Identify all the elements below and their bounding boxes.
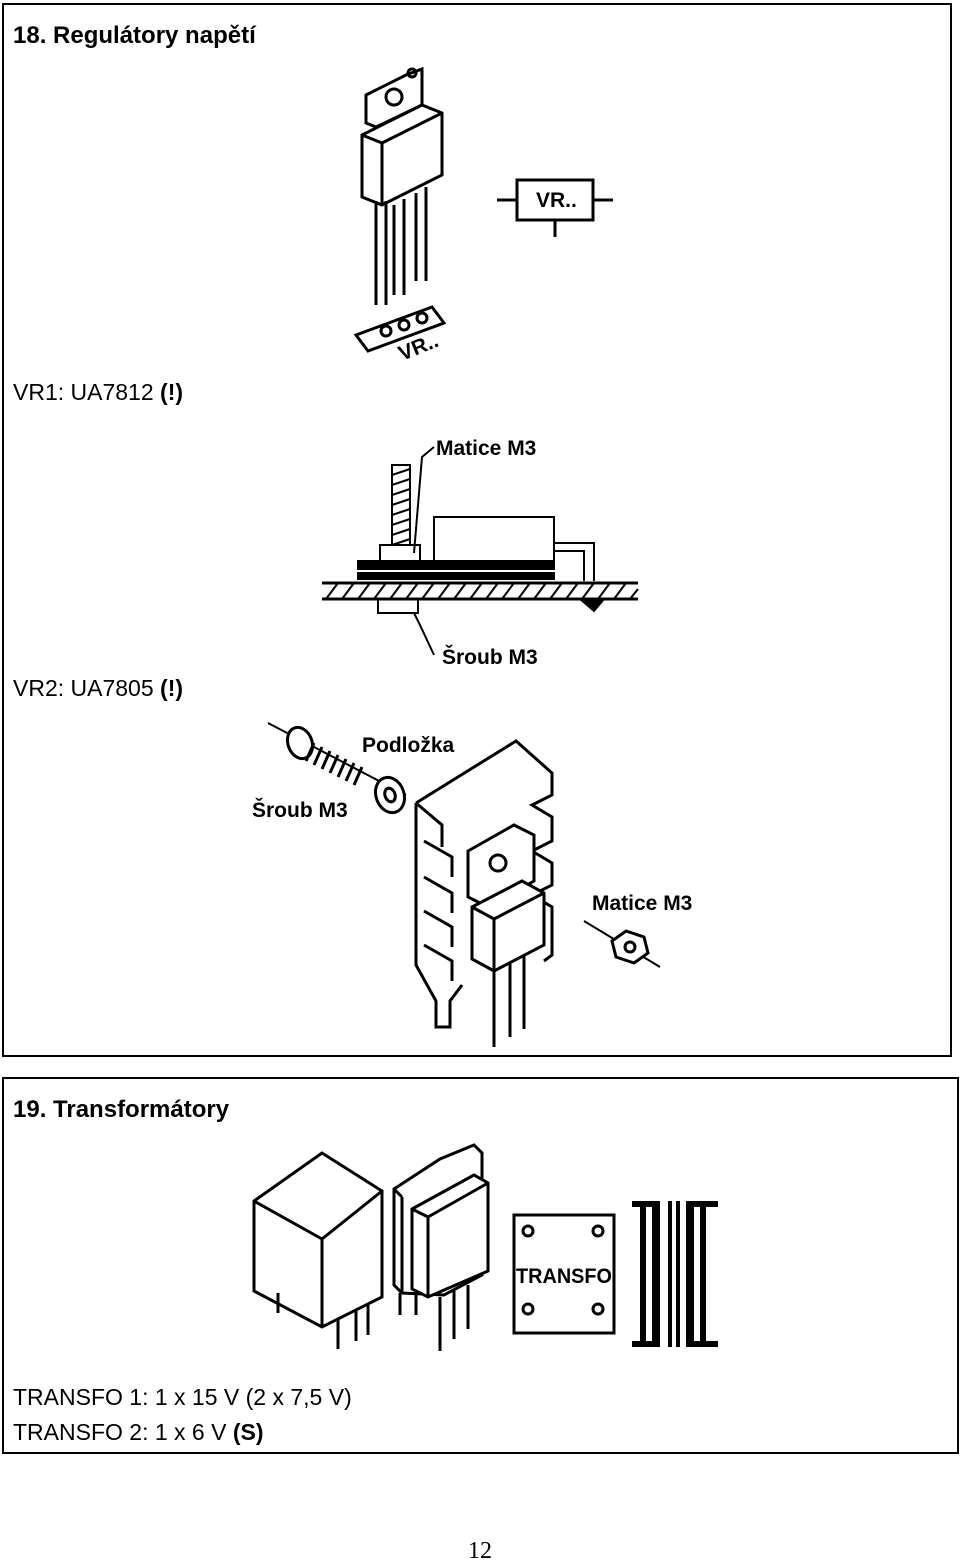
transfo2-mark: (S)	[232, 1419, 264, 1445]
screw-label: Šroub M3	[442, 645, 538, 669]
vr2-line: VR2: UA7805 (!)	[13, 675, 183, 702]
transfo-footprint-label: TRANSFO	[516, 1265, 612, 1288]
page-number: 12	[468, 1538, 492, 1564]
vr1-text: VR1: UA7812	[13, 379, 161, 405]
mounting-cross-section-figure: Matice M3 Šroub M3	[322, 437, 639, 669]
regulator-to220-figure: VR.. VR..	[353, 66, 613, 366]
transfo2-line: TRANSFO 2: 1 x 6 V (S)	[13, 1419, 264, 1446]
washer-label: Podložka	[362, 734, 455, 757]
section-transformers: 19. Transformátory	[2, 1077, 959, 1454]
schematic-symbol-label: VR..	[536, 189, 577, 212]
section-voltage-regulators: 18. Regulátory napětí VR..	[2, 3, 952, 1057]
section-title-19: 19. Transformátory	[13, 1096, 230, 1123]
vr2-text: VR2: UA7805	[13, 675, 161, 701]
transfo1-line: TRANSFO 1: 1 x 15 V (2 x 7,5 V)	[13, 1384, 352, 1410]
nut-label: Matice M3	[436, 437, 536, 460]
vr2-warning: (!)	[160, 675, 184, 701]
nut-label-2: Matice M3	[592, 892, 692, 915]
screw-label-2: Šroub M3	[252, 798, 348, 822]
vr1-line: VR1: UA7812 (!)	[13, 379, 183, 406]
transformers-figure: TRANSFO	[252, 1143, 718, 1351]
section-title-18: 18. Regulátory napětí	[13, 22, 256, 49]
vr1-warning: (!)	[160, 379, 184, 405]
heatsink-exploded-figure: Podložka Šroub M3 Matice M3	[252, 722, 692, 1047]
transfo2-text: TRANSFO 2: 1 x 6 V	[13, 1419, 233, 1445]
